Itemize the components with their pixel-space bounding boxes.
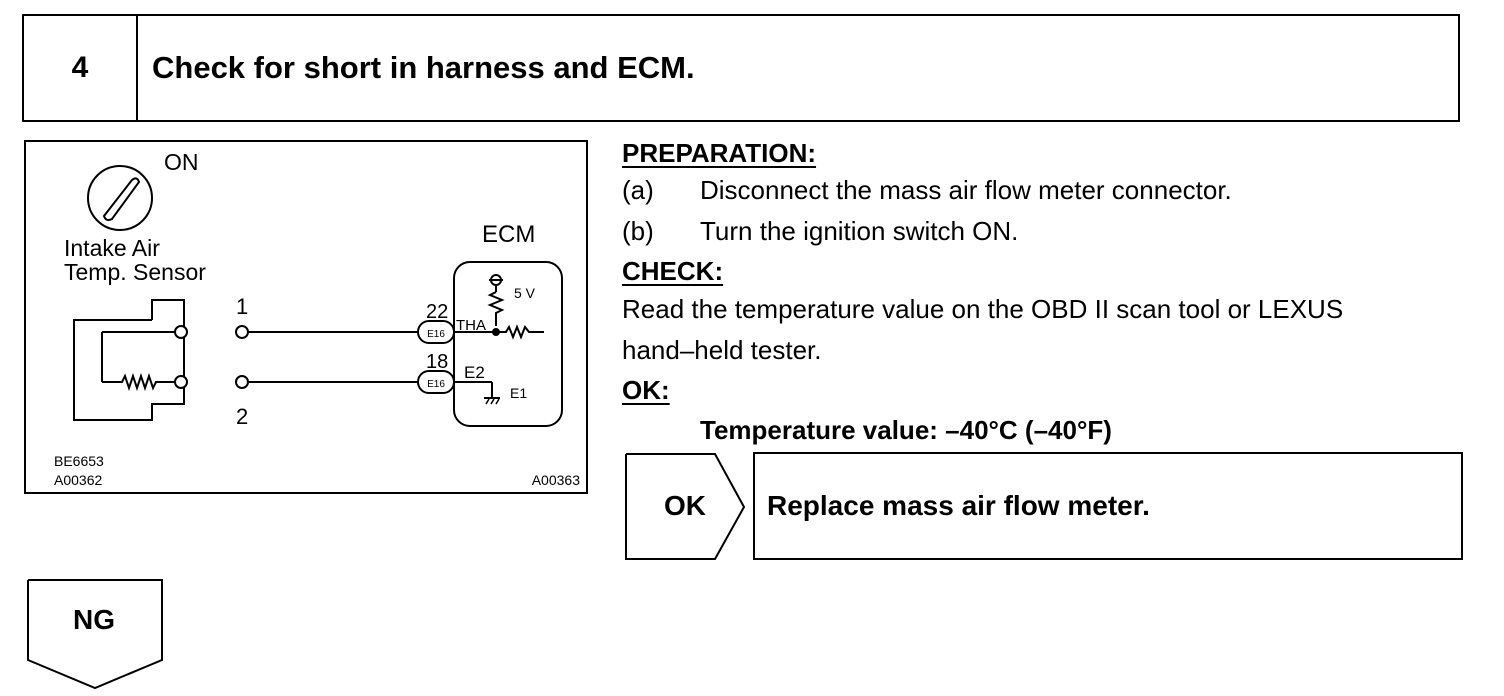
figure-code-2: A00362 — [54, 472, 102, 488]
sensor-housing — [73, 299, 185, 421]
voltage-label: 5 V — [514, 285, 536, 301]
ok-spec: Temperature value: –40°C (–40°F) — [700, 415, 1112, 445]
harness-terminal-2 — [235, 375, 249, 389]
preparation-heading: PREPARATION: — [622, 138, 817, 168]
junction-dot — [492, 328, 500, 336]
switch-state-label: ON — [164, 149, 199, 175]
ground-icon — [485, 398, 500, 405]
preparation-step-b: (b) Turn the ignition switch ON. — [622, 216, 1018, 247]
check-text-line2: hand–held tester. — [622, 335, 822, 365]
sensor-label-line2: Temp. Sensor — [64, 259, 206, 285]
ok-heading: OK: — [622, 375, 670, 405]
check-heading: CHECK: — [622, 256, 724, 286]
sensor-label-line1: Intake Air — [64, 235, 160, 261]
ng-label: NG — [73, 604, 115, 635]
preparation-step-a: (a) Disconnect the mass air flow meter co… — [622, 175, 1232, 206]
figure-code-1: BE6653 — [54, 453, 104, 469]
pin-1-label: 1 — [236, 294, 248, 319]
ecm-pin-22: 22 — [426, 301, 448, 323]
pullup-resistor — [454, 274, 544, 340]
signal-e2-label: E2 — [464, 363, 485, 382]
ecm-pin-18: 18 — [426, 351, 448, 373]
step-text: Turn the ignition switch ON. — [700, 216, 1019, 246]
signal-tha-label: THA — [456, 317, 486, 334]
sensor-terminal-2 — [174, 375, 188, 389]
ok-result-text: Replace mass air flow meter. — [753, 452, 1463, 560]
step-text: Disconnect the mass air flow meter conne… — [700, 175, 1232, 205]
ok-result-box: OK Replace mass air flow meter. — [625, 452, 1465, 562]
ng-box: NG — [26, 578, 166, 692]
figure-code-3: A00363 — [532, 472, 580, 488]
ecm-box — [453, 261, 563, 427]
connector-top-label: E16 — [427, 329, 445, 340]
check-text-line1: Read the temperature value on the OBD II… — [622, 294, 1344, 324]
pin-2-label: 2 — [236, 404, 248, 429]
step-marker: (b) — [622, 216, 654, 246]
harness-terminal-1 — [235, 325, 249, 339]
ng-arrow-shape — [27, 579, 163, 690]
step-header: 4 Check for short in harness and ECM. — [22, 14, 1460, 122]
sensor-terminal-1 — [174, 325, 188, 339]
ground-path — [454, 381, 500, 399]
step-title: Check for short in harness and ECM. — [152, 50, 695, 85]
connector-bottom-label: E16 — [427, 379, 445, 390]
step-marker: (a) — [622, 175, 654, 205]
ecm-label: ECM — [482, 221, 535, 248]
ok-arrow-shape — [625, 453, 746, 560]
ground-e1-label: E1 — [510, 385, 527, 401]
step-number: 4 — [24, 16, 138, 120]
ignition-switch-icon — [87, 165, 153, 231]
ok-label: OK — [664, 490, 706, 521]
wiring-diagram: ON Intake Air Temp. Sensor 1 2 ECM 22 18… — [24, 140, 588, 494]
wiring-diagram-svg: ON Intake Air Temp. Sensor 1 2 ECM 22 18… — [54, 149, 580, 488]
